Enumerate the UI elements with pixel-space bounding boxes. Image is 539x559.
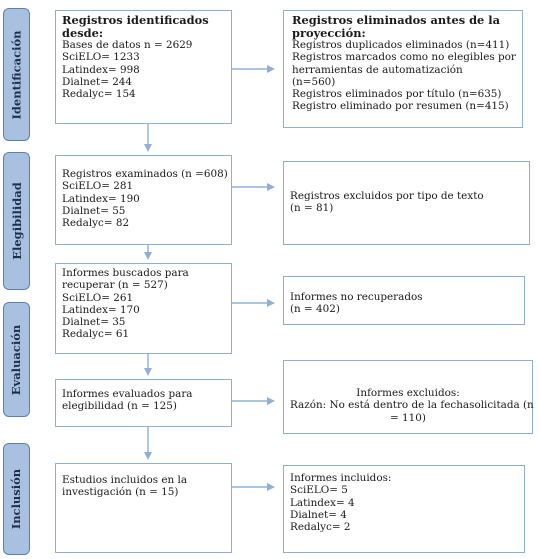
excluded-type-line: Registros excluidos por tipo de texto <box>290 190 484 202</box>
records-excluded-box: Registros excluidos por tipo de texto (n… <box>283 161 530 245</box>
included-reports-line: Dialnet= 4 <box>290 508 347 521</box>
identified-line: Dialnet= 244 <box>62 75 133 88</box>
not-retrieved-line: (n = 402) <box>290 303 340 316</box>
removed-line: Registros eliminados por título (n=635) <box>292 88 502 101</box>
reports-excluded-line: = 110) <box>390 411 426 424</box>
screened-line: Dialnet= 55 <box>62 204 126 217</box>
sought-line: Dialnet= 35 <box>62 316 126 329</box>
reports-excluded-line: Razón: No está dentro de la fechasolicit… <box>290 399 534 412</box>
sought-line: Redalyc= 61 <box>62 328 130 341</box>
removed-line: Registros marcados como no elegibles por <box>292 51 516 64</box>
included-reports-line: Latindex= 4 <box>290 496 355 509</box>
reports-excluded-box: Informes excluidos: Razón: No está dentr… <box>283 360 534 434</box>
reports-not-retrieved-box: Informes no recuperados (n = 402) <box>283 276 525 325</box>
phase-evaluacion: Evaluación <box>3 302 30 417</box>
phase-elegibilidad: Elegibilidad <box>3 152 30 290</box>
records-identified-title: Registros identificados <box>62 13 209 27</box>
included-reports-line: Redalyc= 2 <box>290 521 351 534</box>
removed-line: (n=560) <box>292 75 336 88</box>
removed-line: herramientas de automatización <box>292 63 463 76</box>
reports-assessed-box: Informes evaluados para elegibilidad (n … <box>55 379 232 427</box>
records-removed-title-2: proyección: <box>292 25 366 40</box>
screened-line: Redalyc= 82 <box>62 217 130 230</box>
removed-line: Registro eliminado por resumen (n=415) <box>292 100 509 113</box>
removed-line: Registros duplicados eliminados (n=411) <box>292 39 510 51</box>
identified-line: Redalyc= 154 <box>62 88 136 101</box>
included-studies-line: investigación (n = 15) <box>62 486 179 499</box>
records-removed-box: Registros eliminados antes de la proyecc… <box>283 10 523 128</box>
assessed-line: elegibilidad (n = 125) <box>62 400 177 413</box>
reports-excluded-line: Informes excluidos: <box>356 387 460 399</box>
records-identified-title-2: desde: <box>62 25 104 40</box>
identified-line: Bases de datos n = 2629 <box>62 39 193 51</box>
screened-line: Latindex= 190 <box>62 192 140 205</box>
included-reports-line: SciELO= 5 <box>290 484 348 497</box>
identified-line: Latindex= 998 <box>62 63 140 76</box>
reports-sought-box: Informes buscados para recuperar (n = 52… <box>55 263 232 354</box>
phase-identificacion: Identificación <box>3 8 30 141</box>
included-reports-line: Informes incluidos: <box>290 472 392 484</box>
screened-line: SciELO= 281 <box>62 180 134 193</box>
sought-line: SciELO= 261 <box>62 291 134 304</box>
included-studies-line: Estudios incluidos en la <box>62 474 188 486</box>
identified-line: SciELO= 1233 <box>62 51 140 64</box>
sought-line: recuperar (n = 527) <box>62 279 168 292</box>
records-screened-box: Registros examinados (n =608) SciELO= 28… <box>55 155 232 245</box>
phase-inclusion: Inclusión <box>3 443 30 555</box>
records-identified-box: Registros identificados desde: Bases de … <box>55 10 232 124</box>
not-retrieved-line: Informes no recuperados <box>290 291 423 303</box>
sought-line: Informes buscados para <box>62 267 189 279</box>
reports-included-box: Informes incluidos: SciELO= 5 Latindex= … <box>283 465 525 553</box>
records-removed-title: Registros eliminados antes de la <box>292 13 500 27</box>
screened-line: Registros examinados (n =608) <box>62 168 228 180</box>
assessed-line: Informes evaluados para <box>62 388 193 400</box>
excluded-type-line: (n = 81) <box>290 202 334 215</box>
studies-included-box: Estudios incluidos en la investigación (… <box>55 463 232 553</box>
sought-line: Latindex= 170 <box>62 303 140 316</box>
